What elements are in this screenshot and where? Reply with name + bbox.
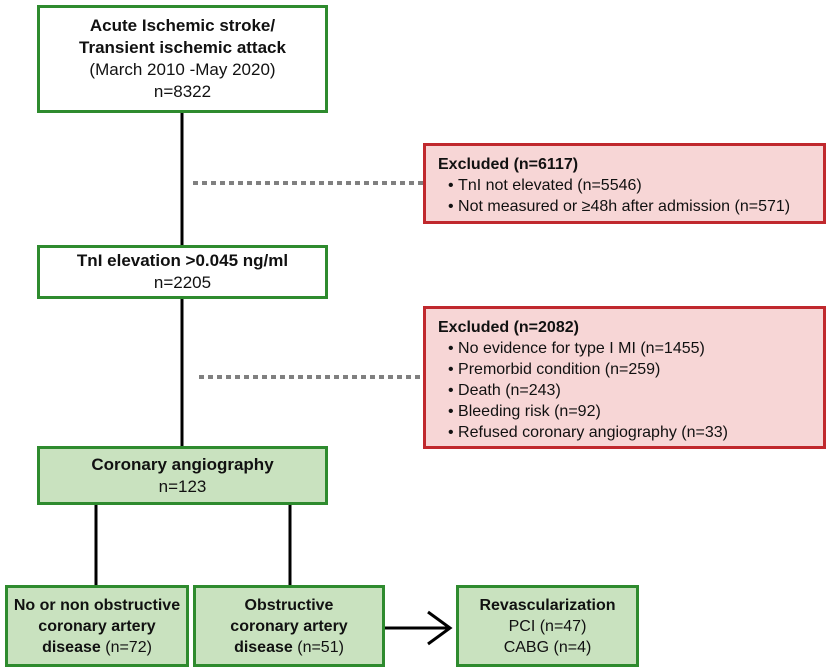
revascularization-title: Revascularization — [479, 596, 616, 614]
excluded-1-list: TnI not elevated (n=5546) Not measured o… — [438, 175, 813, 217]
excluded-2-item: Bleeding risk (n=92) — [448, 401, 813, 422]
obstructive-line1: Obstructive — [244, 596, 334, 614]
excluded-box-1: Excluded (n=6117) TnI not elevated (n=55… — [423, 143, 826, 224]
stroke-tia-title-line2: Transient ischemic attack — [79, 38, 286, 57]
revascularization-box: Revascularization PCI (n=47) CABG (n=4) — [456, 585, 639, 667]
obstructive-cad-box: Obstructive coronary artery disease (n=5… — [193, 585, 385, 667]
nonobstructive-count: (n=72) — [105, 638, 152, 656]
stroke-tia-box: Acute Ischemic stroke/ Transient ischemi… — [37, 5, 328, 113]
tni-elevation-title: TnI elevation >0.045 ng/ml — [76, 251, 289, 270]
excluded-2-list: No evidence for type I MI (n=1455) Premo… — [438, 338, 813, 443]
excluded-2-item: Refused coronary angiography (n=33) — [448, 422, 813, 443]
stroke-tia-title-line1: Acute Ischemic stroke/ — [89, 16, 276, 35]
coronary-angiography-title: Coronary angiography — [91, 454, 274, 474]
nonobstructive-cad-box: No or non obstructive coronary artery di… — [5, 585, 189, 667]
obstructive-disease-label: disease — [234, 638, 293, 656]
obstructive-line3: disease (n=51) — [234, 637, 344, 658]
excluded-1-item: TnI not elevated (n=5546) — [448, 175, 813, 196]
revasc-arrowhead — [427, 610, 453, 646]
stroke-tia-count: n=8322 — [153, 82, 212, 101]
obstructive-line2: coronary artery — [230, 617, 348, 635]
tni-elevation-count: n=2205 — [153, 273, 212, 292]
study-period: (March 2010 -May 2020) — [89, 60, 276, 79]
cabg-count: CABG (n=4) — [503, 638, 592, 656]
tni-elevation-box: TnI elevation >0.045 ng/ml n=2205 — [37, 245, 328, 299]
nonobstructive-disease-label: disease — [42, 638, 101, 656]
excluded-2-title: Excluded (n=2082) — [438, 319, 579, 336]
coronary-angiography-box: Coronary angiography n=123 — [37, 446, 328, 505]
excluded-1-item: Not measured or ≥48h after admission (n=… — [448, 196, 813, 217]
excluded-2-item: Death (n=243) — [448, 380, 813, 401]
excluded-2-item: Premorbid condition (n=259) — [448, 359, 813, 380]
excluded-2-item: No evidence for type I MI (n=1455) — [448, 338, 813, 359]
coronary-angiography-count: n=123 — [158, 476, 207, 496]
pci-count: PCI (n=47) — [508, 617, 587, 635]
excluded-box-2: Excluded (n=2082) No evidence for type I… — [423, 306, 826, 449]
nonobstructive-line1: No or non obstructive — [13, 596, 181, 614]
nonobstructive-line2: coronary artery — [38, 617, 156, 635]
nonobstructive-line3: disease (n=72) — [42, 637, 152, 658]
excluded-1-title: Excluded (n=6117) — [438, 156, 579, 173]
obstructive-count: (n=51) — [297, 638, 344, 656]
